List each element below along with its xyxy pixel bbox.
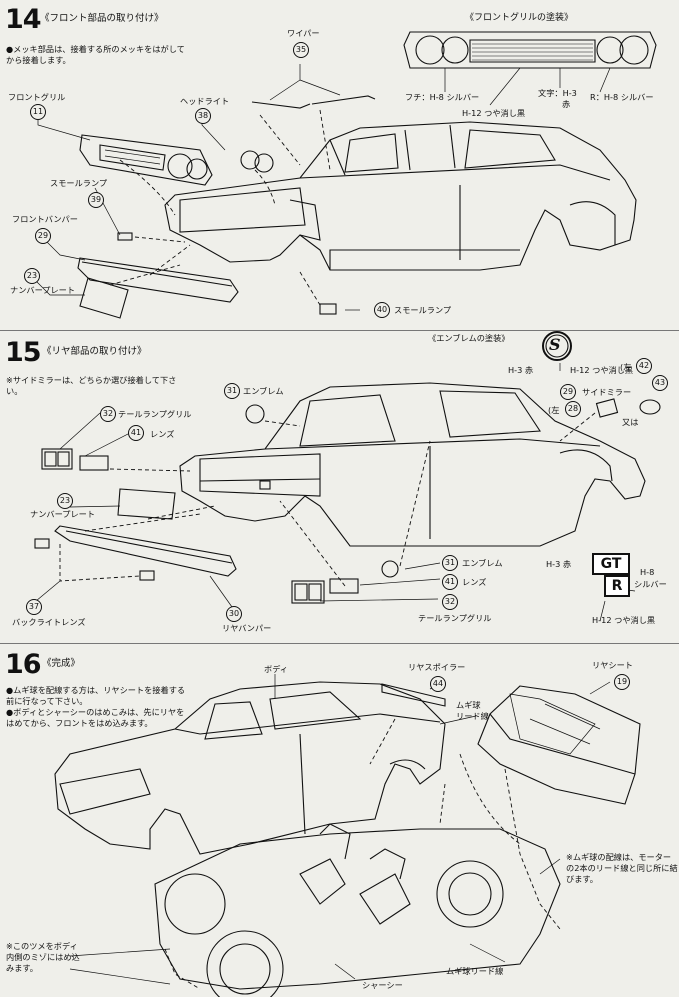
- part-number-38: 38: [195, 108, 211, 124]
- part-number-31-top: 31: [224, 383, 240, 399]
- step-title: 《完成》: [42, 658, 81, 669]
- part-number-11: 11: [30, 104, 46, 120]
- r-badge: R: [604, 575, 630, 597]
- part-label-headlight: ヘッドライト: [180, 96, 230, 106]
- note-body-fit: ●ボディとシャーシーのはめこみは、先にリヤをはめてから、フロントをはめ込みます。: [6, 707, 185, 728]
- part-number-41-top: 41: [128, 425, 144, 441]
- emblem-red-label: H-3 赤: [508, 365, 534, 375]
- label-lead-wire: リード線: [456, 711, 489, 721]
- part-label-number-plate: ナンバープレート: [10, 285, 76, 295]
- part-label-small-lamp: スモールランプ: [50, 178, 108, 188]
- label-rear-seat: リヤシート: [592, 660, 633, 670]
- label-bulb-lead: ムギ球リード線: [446, 966, 504, 976]
- grille-letters-color: 赤: [562, 99, 571, 109]
- step-16-section: 16 《完成》 ●ムギ球を配線する方は、リヤシートを接着する前に行なって下さい。…: [0, 643, 679, 997]
- part-label-back-light-lens: バックライトレンズ: [12, 617, 86, 627]
- label-chassis: シャーシー: [362, 980, 403, 990]
- part-label-emblem: エンブレム: [243, 386, 284, 396]
- mirror-left-label-2: (左: [620, 362, 632, 372]
- front-parts-illustration: [31, 31, 657, 319]
- part-number-32-bottom: 32: [442, 594, 458, 610]
- grille-paint-title: 《フロントグリルの塗装》: [465, 13, 574, 23]
- gtr-red-label: H-3 赤: [546, 559, 572, 569]
- part-number-44: 44: [430, 676, 446, 692]
- part-label-front-bumper: フロントバンパー: [12, 214, 78, 224]
- step-title: 《フロント部品の取り付け》: [40, 13, 164, 24]
- part-number-30: 30: [226, 606, 242, 622]
- grille-letters-label: 文字：H-3: [538, 88, 577, 98]
- step-title: 《リヤ部品の取り付け》: [42, 346, 147, 357]
- part-label-front-grille: フロントグリル: [8, 92, 66, 102]
- part-number-29: 29: [35, 228, 51, 244]
- tab-note: ※このツメをボディ内側のミゾにはめ込みます。: [6, 941, 80, 973]
- part-number-31-bottom: 31: [442, 555, 458, 571]
- part-number-43: 43: [652, 375, 668, 391]
- rear-parts-illustration: [34, 331, 661, 622]
- side-mirror-label: サイドミラー: [582, 387, 632, 397]
- gtr-silver-label: シルバー: [634, 579, 667, 589]
- label-bulb: ムギ球: [456, 700, 481, 710]
- gtr-black-label: H-12 つや消し黒: [592, 615, 656, 625]
- part-label-number-plate-rear: ナンバープレート: [30, 509, 96, 519]
- emblem-s-letter: S: [549, 335, 561, 354]
- part-number-23-rear: 23: [57, 493, 73, 509]
- emblem-paint-title: 《エンブレムの塗装》: [428, 333, 510, 343]
- completion-notes: ●ムギ球を配線する方は、リヤシートを接着する前に行なって下さい。 ●ボディとシャ…: [6, 685, 188, 729]
- mirror-note: ※サイドミラーは、どちらか選び接着して下さい。: [6, 375, 177, 396]
- label-body: ボディ: [264, 664, 288, 674]
- gt-badge: GT: [592, 553, 630, 575]
- emblem-black-label: H-12 つや消し黒: [570, 365, 634, 375]
- part-label-lens-bottom: レンズ: [462, 577, 487, 587]
- part-label-wiper: ワイパー: [287, 28, 320, 38]
- part-label-small-lamp-40: スモールランプ: [394, 305, 452, 315]
- part-number-40: 40: [374, 302, 390, 318]
- step-14-section: 14 《フロント部品の取り付け》 ●メッキ部品は、接着する所のメッキをはがしてか…: [0, 0, 679, 330]
- completion-illustration: [54, 674, 641, 997]
- step-15-section: 15 《リヤ部品の取り付け》 ※サイドミラーは、どちらか選び接着して下さい。 《…: [0, 330, 679, 644]
- part-label-tail-lamp-grille: テールランプグリル: [118, 409, 192, 419]
- part-number-42: 42: [636, 358, 652, 374]
- part-number-41-bottom: 41: [442, 574, 458, 590]
- part-label-emblem-bottom: エンブレム: [462, 558, 503, 568]
- part-number-29-mirror: 29: [560, 384, 576, 400]
- step-number: 16: [5, 649, 42, 680]
- part-number-37: 37: [26, 599, 42, 615]
- wiring-note: ※ムギ球の配線は、モーターの2本のリード線と同じ所に結びます。: [566, 852, 678, 884]
- grille-r-label: R：H-8 シルバー: [590, 92, 654, 102]
- part-number-35: 35: [293, 42, 309, 58]
- mirror-or-label: 又は: [622, 417, 639, 427]
- part-label-rear-bumper: リヤバンパー: [222, 623, 272, 633]
- part-number-19: 19: [614, 674, 630, 690]
- step-number: 15: [5, 337, 42, 368]
- part-label-lens: レンズ: [150, 429, 175, 439]
- part-label-tail-lamp-grille-bottom: テールランプグリル: [418, 613, 492, 623]
- label-rear-spoiler: リヤスポイラー: [408, 662, 466, 672]
- mirror-left-label: (左: [548, 405, 560, 415]
- part-number-39: 39: [88, 192, 104, 208]
- note-bulb-wiring: ●ムギ球を配線する方は、リヤシートを接着する前に行なって下さい。: [6, 685, 186, 706]
- step-number: 14: [5, 4, 42, 35]
- chrome-note: ●メッキ部品は、接着する所のメッキをはがしてから接着します。: [6, 44, 185, 65]
- grille-edge-label: フチ：H-8 シルバー: [405, 92, 480, 102]
- part-number-23: 23: [24, 268, 40, 284]
- grille-mesh-label: H-12 つや消し黒: [462, 108, 526, 118]
- part-number-28: 28: [565, 401, 581, 417]
- gtr-silver-code: H-8: [640, 567, 655, 577]
- part-number-32-top: 32: [100, 406, 116, 422]
